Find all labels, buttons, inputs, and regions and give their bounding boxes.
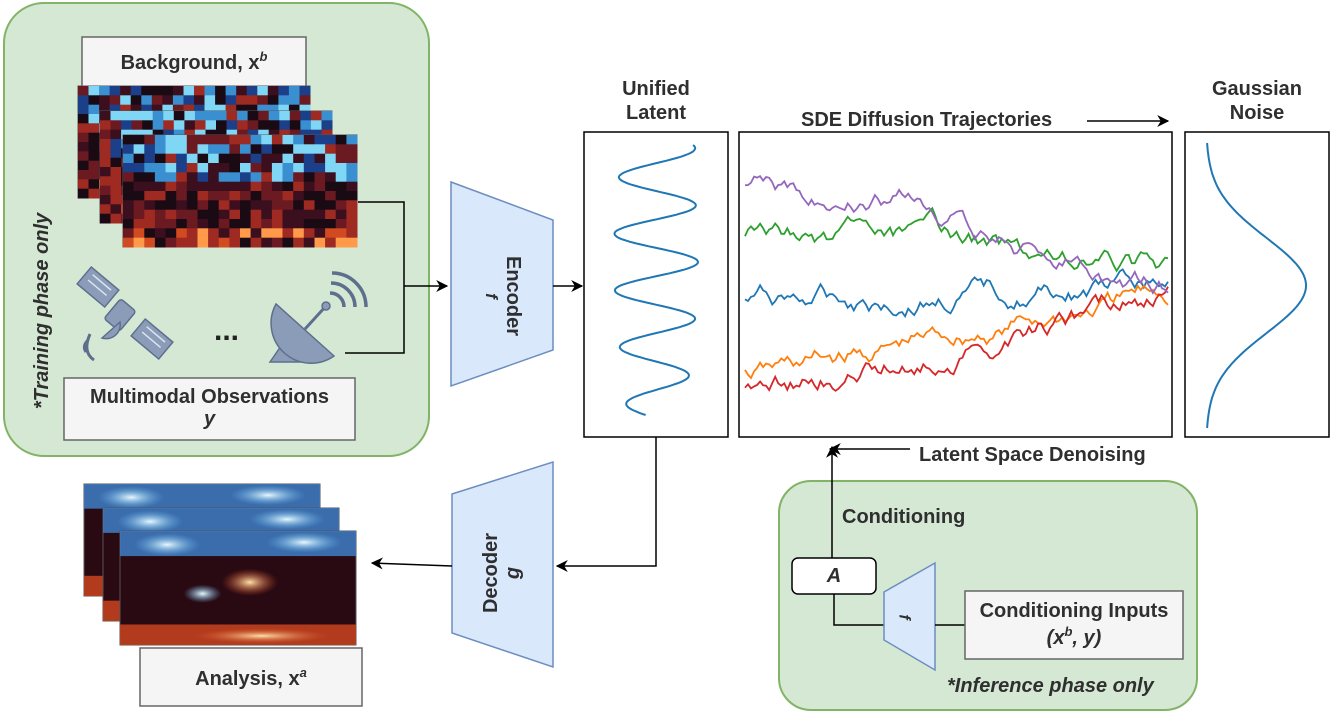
decoder-to-analysis-arrow [370,557,453,570]
conditioning-inputs-open: (x [1046,627,1065,649]
analysis-label-box [139,647,363,707]
gaussian-curve [1206,142,1308,429]
gaussian-noise-title-line1: Gaussian [1211,78,1303,100]
trajectory-3 [744,206,1169,273]
unified-latent-box [583,131,729,438]
trajectory-1 [744,268,1169,319]
satellite-icon [76,265,174,362]
encoder-trapezoid [450,180,554,388]
gaussian-noise-title-line2: Noise [1229,102,1285,124]
decoder-symbol: g [502,566,524,580]
unified-latent-title-line2: Latent [626,102,686,124]
denoising-label: Latent Space Denoising [919,444,1146,466]
conditioning-inputs-label: Conditioning Inputs (xb, y) [965,598,1183,652]
unified-latent-title: Unified Latent [584,77,728,125]
background-label: Background, xb [82,49,306,74]
latent-to-decoder-connector [555,437,657,572]
analysis-field-stack [83,483,357,646]
decoder-trapezoid [451,460,554,669]
analysis-field-3 [119,530,357,646]
inference-phase-note: *Inference phase only [947,675,1154,697]
decoder-label-text: Decoder [480,532,502,614]
encoder-to-operator-connector [833,594,884,626]
background-heatmap-3 [122,134,358,248]
background-heatmap-stack [77,85,358,248]
trajectory-5 [744,174,1169,295]
inference-encoder-symbol: f [895,614,913,620]
encoder-label-text: Encoder [502,255,524,337]
background-label-sup: b [259,49,268,64]
gaussian-noise-title: Gaussian Noise [1185,77,1329,125]
diffusion-title: SDE Diffusion Trajectories [801,109,1053,131]
trajectory-2 [744,284,1169,380]
multimodal-observations-var: y [203,408,216,430]
conditioning-inputs-sup: b [1064,624,1073,639]
gaussian-noise-box [1184,131,1330,438]
analysis-label: Analysis, xa [140,665,362,690]
multimodal-observations-box [63,377,356,441]
background-label-text: Background, x [120,52,260,74]
unified-latent-curve [613,144,700,416]
inference-encoder-trapezoid [883,561,936,672]
conditioning-label: Conditioning [842,506,966,528]
conditioning-inputs-box [964,590,1184,660]
training-phase-note: *Training phase only [31,212,53,410]
diffusion-trajectories [744,174,1169,392]
decoder-label: Decoder g [480,523,524,623]
analysis-label-text: Analysis, x [195,668,300,690]
conditioning-inputs-text: Conditioning Inputs [979,600,1169,622]
multimodal-observations-text: Multimodal Observations [90,386,329,408]
analysis-label-sup: a [299,665,307,680]
radar-dish-icon [268,271,368,364]
training-merge-connector [345,201,405,354]
encoder-symbol: f [482,293,501,299]
diffusion-trajectories-box [738,131,1173,438]
observations-ellipsis: ... [214,314,239,347]
background-label-box [81,36,307,88]
multimodal-observations-label: Multimodal Observations y [64,386,355,430]
operator-a-label: A [826,565,842,587]
trajectory-4 [744,286,1169,392]
encoder-label: Encoder f [480,246,524,346]
unified-latent-title-line1: Unified [622,78,690,100]
conditioning-inputs-vars: (xb, y) [965,625,1183,652]
conditioning-inputs-close: , y) [1072,627,1102,649]
